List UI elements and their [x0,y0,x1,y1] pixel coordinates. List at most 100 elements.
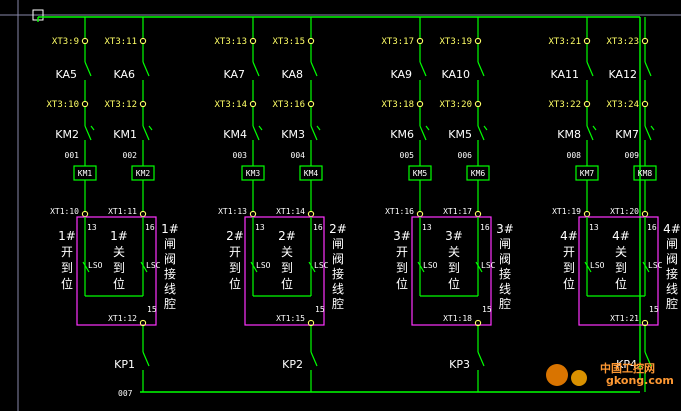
lsc-switch-2 [475,261,483,273]
pin-16-3: 16 [647,223,657,232]
chamber-text-0-1: 闸 [164,237,176,251]
chamber-text-1-4: 线 [332,282,344,296]
open-text-3-3: 位 [563,276,575,291]
chamber-text-1-2: 阀 [332,252,344,266]
gear-logo-small-icon [571,370,587,386]
pin-lso-0: LSO [88,261,103,270]
km-contact-1-1 [310,125,318,141]
chamber-text-0-4: 线 [164,282,176,296]
lso-switch-2 [417,261,425,273]
bottom-wire-label: 007 [118,389,133,398]
close-text-2-1: 关 [448,245,460,259]
xt3-mid-label-1-1: XT3:16 [272,100,305,110]
kp-contact-3 [644,351,652,367]
terminal-mid-3-0 [583,100,591,108]
kp-contact-2 [477,351,485,367]
xt3-mid-label-1-0: XT3:14 [214,100,247,110]
close-text-3-3: 位 [615,276,627,291]
xt1-top-label-1-1: XT1:14 [276,207,305,216]
xt3-mid-label-2-0: XT3:18 [381,100,414,110]
terminal-top-3-1 [641,37,649,45]
pin-15-1: 15 [315,305,325,314]
open-text-2-3: 位 [396,276,408,291]
close-text-0-1: 关 [113,245,125,259]
relay-label-0-0: KA5 [55,68,77,81]
close-text-2-0: 3# [445,229,463,243]
xt3-top-label-3-1: XT3:23 [606,37,639,47]
close-text-3-0: 4# [612,229,630,243]
open-text-0-3: 位 [61,276,73,291]
kp-contact-0 [142,351,150,367]
pin-lsc-0: LSC [146,261,161,270]
wire-number-1-0: 003 [233,151,248,160]
chamber-text-3-1: 闸 [666,237,678,251]
kp-label-0: KP1 [114,358,135,371]
lso-switch-3 [584,261,592,273]
pin-16-0: 16 [145,223,155,232]
watermark-text-1: 中国工控网 [600,361,655,375]
km-contact-0-1 [142,125,150,141]
xt3-mid-label-3-0: XT3:22 [548,100,581,110]
pin-13-2: 13 [422,223,432,232]
open-text-0-2: 到 [61,261,73,275]
pin-15-0: 15 [147,305,157,314]
open-text-0-1: 开 [61,245,73,259]
pin-lsc-2: LSC [481,261,496,270]
xt1-top-label-1-0: XT1:13 [218,207,247,216]
km-contact-hook-0-1 [148,125,153,131]
pin-lso-2: LSO [423,261,438,270]
terminal-mid-0-1 [139,100,147,108]
pin-15-2: 15 [482,305,492,314]
terminal-xt1-1-0 [249,210,257,218]
chamber-text-1-0: 2# [329,222,347,236]
relay-label-0-1: KA6 [113,68,135,81]
terminal-mid-3-1 [641,100,649,108]
chamber-text-0-2: 阀 [164,252,176,266]
chamber-text-2-0: 3# [496,222,514,236]
close-text-3-1: 关 [615,245,627,259]
xt3-top-label-3-0: XT3:21 [548,37,581,47]
wire-number-2-1: 006 [458,151,473,160]
chamber-text-3-0: 4# [663,222,681,236]
xt1-top-label-2-0: XT1:16 [385,207,414,216]
km-contact-hook-3-0 [592,125,597,131]
relay-label-3-0: KA11 [550,68,579,81]
relay-label-2-1: KA10 [441,68,470,81]
chamber-text-3-2: 阀 [666,252,678,266]
xt3-mid-label-0-0: XT3:10 [46,100,79,110]
chamber-text-0-0: 1# [161,222,179,236]
contactor-label-0-1: KM1 [113,128,137,141]
open-text-2-2: 到 [396,261,408,275]
km-contact-hook-3-1 [650,125,655,131]
km-contact-2-1 [477,125,485,141]
contactor-label-3-0: KM8 [557,128,581,141]
kp-contact-1 [310,351,318,367]
junction-box-2 [411,216,492,326]
wire-number-0-1: 002 [123,151,138,160]
contactor-label-1-1: KM3 [281,128,305,141]
pin-13-3: 13 [589,223,599,232]
terminal-mid-0-0 [81,100,89,108]
xt3-mid-label-3-1: XT3:24 [606,100,639,110]
open-text-0-0: 1# [58,229,76,243]
relay-contact-3-0 [586,61,594,77]
terminal-top-0-0 [81,37,89,45]
xt1-bottom-label-0: XT1:12 [108,314,137,323]
coil-label-3-1: KM8 [638,169,653,178]
terminal-mid-2-0 [416,100,424,108]
relay-label-1-0: KA7 [223,68,245,81]
km-contact-hook-0-0 [90,125,95,131]
relay-contact-0-0 [84,61,92,77]
pin-15-3: 15 [649,305,659,314]
pin-lso-1: LSO [256,261,271,270]
wire-number-0-0: 001 [65,151,80,160]
terminal-top-0-1 [139,37,147,45]
km-contact-hook-1-1 [316,125,321,131]
terminal-top-1-1 [307,37,315,45]
xt1-top-label-2-1: XT1:17 [443,207,472,216]
terminal-xt1-0-0 [81,210,89,218]
terminal-xt1-2-1 [474,210,482,218]
pin-13-0: 13 [87,223,97,232]
terminal-top-2-0 [416,37,424,45]
open-text-1-1: 开 [229,245,241,259]
